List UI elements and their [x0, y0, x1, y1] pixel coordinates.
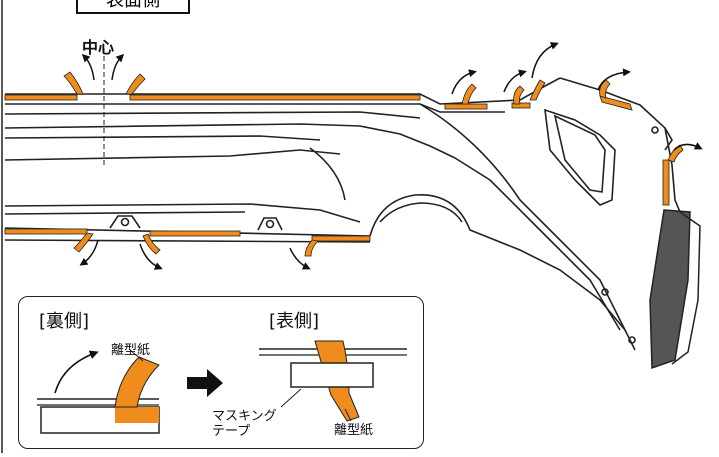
release-paper-label: 離型紙 [111, 343, 151, 358]
inset-panel: [裏側] [表側] 離型紙 マスキング テープ 離型紙 [18, 296, 424, 449]
peel-arrow-icon [451, 69, 477, 95]
curled-tape-ends [63, 71, 684, 257]
inset-drawing [37, 340, 407, 434]
front-side-title: [表側] [269, 311, 320, 332]
tape-strip [4, 94, 78, 101]
end-panel-edge [671, 211, 701, 365]
dark-end-panel [649, 209, 691, 370]
peel-arrow-icon [597, 68, 631, 91]
tape-strip [599, 95, 633, 111]
masking-tape [290, 362, 374, 388]
side-body [369, 77, 681, 351]
tape-strip [129, 94, 421, 101]
back-side-title: [裏側] [39, 311, 90, 332]
leader-line [344, 408, 352, 422]
upper-bar [4, 77, 561, 223]
leader-line [128, 348, 144, 362]
tape-strip [115, 407, 159, 423]
peel-arrow-icon [79, 239, 99, 266]
center-label: 中心 [82, 38, 115, 57]
leader-line [280, 388, 302, 408]
tape-strips [4, 94, 670, 242]
peel-arrow-icon [111, 53, 125, 81]
tape-strip [511, 102, 531, 109]
tape-strip [444, 103, 488, 110]
peel-arrow-icon [531, 42, 559, 79]
peel-arrow-icon [289, 247, 311, 270]
peel-arrow-icon [503, 69, 527, 93]
peel-arrow-icon [673, 142, 703, 151]
tape-strip [311, 235, 371, 242]
right-arrow-icon [187, 369, 223, 397]
page-title: 表面側 [76, 0, 190, 14]
release-paper [114, 356, 160, 408]
peel-arrow-icon [81, 53, 95, 81]
peel-arrow-icon [139, 243, 163, 270]
masking-tape-label: マスキング テープ [212, 409, 277, 439]
tape-strip [662, 159, 670, 206]
release-paper-label: 離型紙 [334, 423, 374, 438]
tape-strip [4, 228, 88, 235]
peel-arrows [79, 42, 703, 270]
tape-strip [149, 230, 241, 237]
peel-arrow-icon [54, 350, 99, 394]
